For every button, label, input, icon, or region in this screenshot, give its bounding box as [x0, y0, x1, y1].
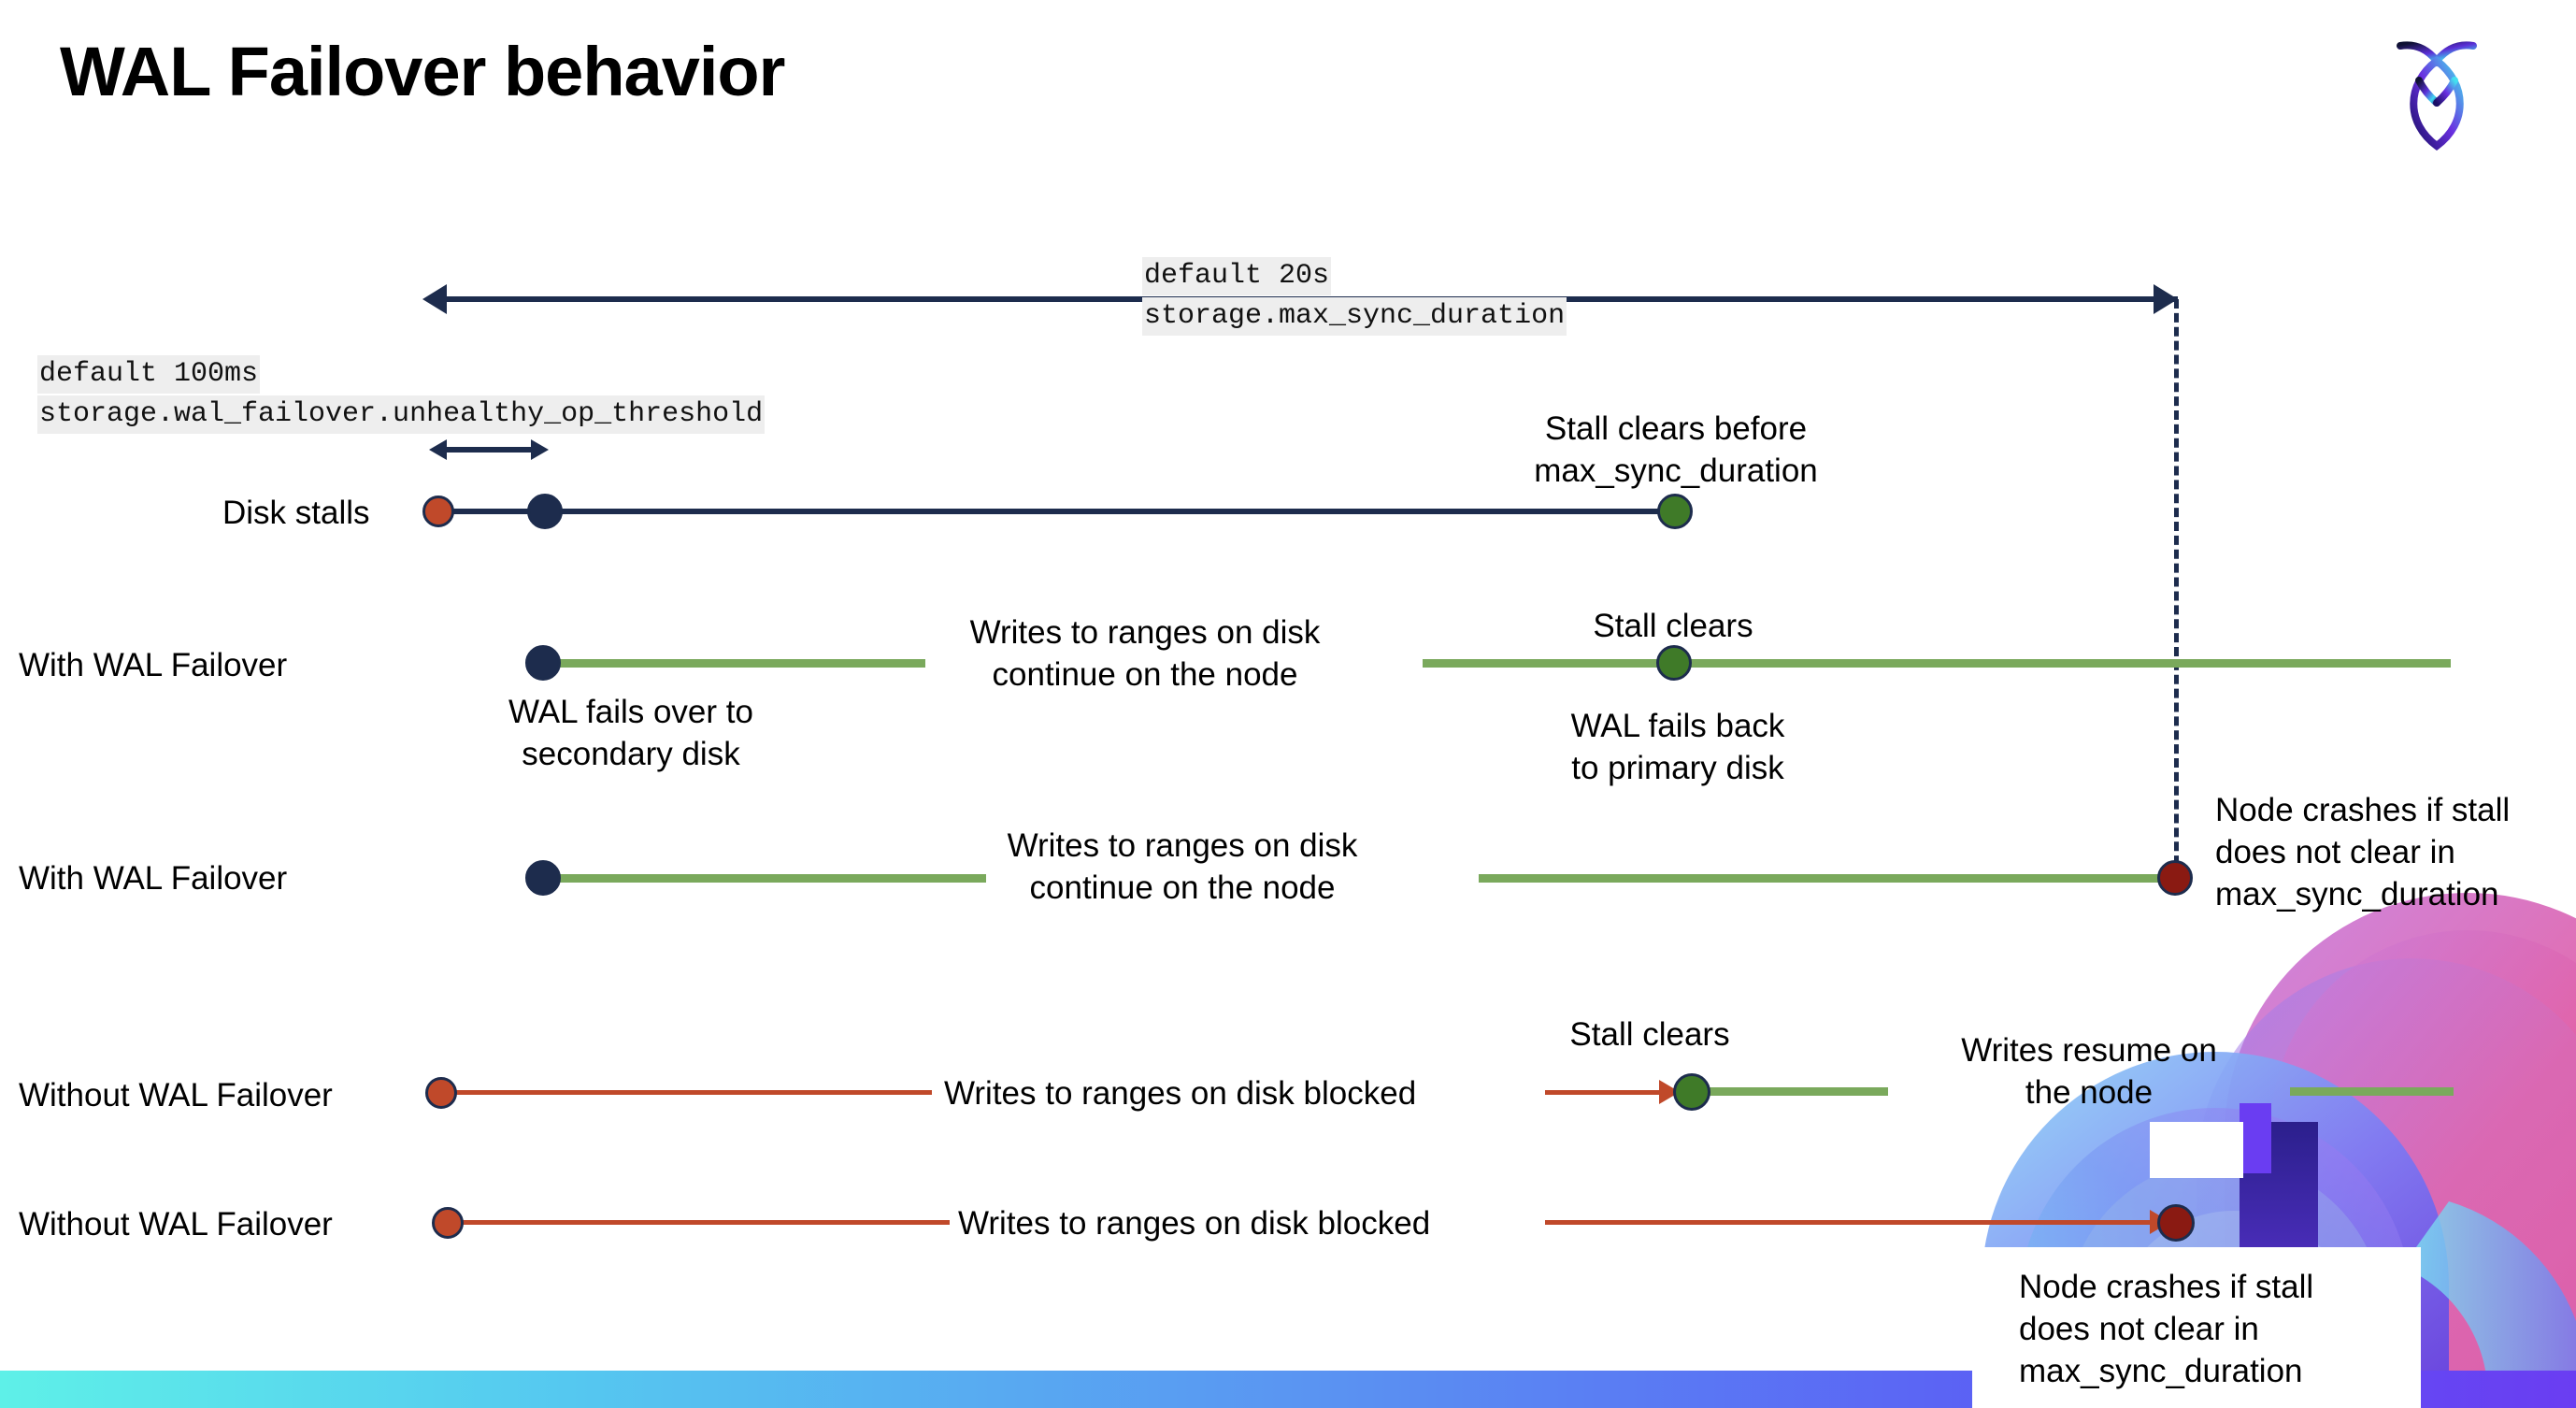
max-sync-setting-label: storage.max_sync_duration — [1142, 297, 1567, 336]
row-label-with-wal-failover-2: With WAL Failover — [19, 860, 288, 897]
row-label-disk-stalls: Disk stalls — [222, 495, 370, 531]
note-node-crashes-bottom-line1: Node crashes if stall — [2019, 1269, 2314, 1305]
row-label-without-wal-failover-1: Without WAL Failover — [19, 1077, 333, 1113]
without-failover-1-resume-segment — [1701, 1087, 1888, 1096]
unhealthy-default-label: default 100ms — [37, 355, 261, 394]
without-failover-1-blocked-segment-a — [439, 1090, 932, 1095]
note-writes-continue-1-line2: continue on the node — [992, 655, 1298, 693]
note-stall-clears-row4: Stall clears — [1569, 1016, 1730, 1053]
note-node-crashes-top-line1: Node crashes if stall — [2215, 792, 2511, 828]
note-stall-clears-row2: Stall clears — [1593, 608, 1753, 644]
max-sync-default-label: default 20s — [1142, 257, 1332, 295]
unhealthy-threshold-arrow-right-icon — [531, 439, 549, 460]
note-writes-resume-line2: the node — [2025, 1073, 2154, 1111]
without-failover-2-crash-marker — [2157, 1204, 2195, 1242]
unhealthy-setting-label: storage.wal_failover.unhealthy_op_thresh… — [37, 395, 766, 434]
note-writes-resume-line1: Writes resume on — [1961, 1032, 2217, 1069]
note-wal-fails-back-line1: WAL fails back — [1570, 708, 1785, 744]
note-node-crashes-top-line2: does not clear in — [2215, 833, 2455, 870]
disk-stalls-timeline — [439, 509, 1673, 514]
note-writes-continue-2-line2: continue on the node — [1029, 869, 1336, 906]
note-wal-fails-over: WAL fails over to secondary disk — [467, 692, 794, 776]
note-writes-continue-2: Writes to ranges on disk continue on the… — [963, 826, 1402, 910]
page-title: WAL Failover behavior — [60, 33, 785, 110]
note-node-crashes-bottom-line2: does not clear in — [2019, 1310, 2259, 1347]
note-writes-continue-2-line1: Writes to ranges on disk — [1007, 827, 1358, 864]
without-failover-2-blocked-segment-b — [1545, 1220, 2167, 1225]
cockroachdb-logo-icon — [2385, 30, 2488, 151]
note-wal-fails-back-line2: to primary disk — [1571, 749, 1784, 786]
unhealthy-threshold-span-line — [447, 447, 531, 453]
row-label-with-wal-failover-1: With WAL Failover — [19, 647, 288, 683]
note-writes-continue-1-line1: Writes to ranges on disk — [969, 614, 1321, 651]
note-node-crashes-top: Node crashes if stall does not clear in … — [2215, 790, 2570, 915]
with-failover-2-failover-marker — [525, 860, 561, 896]
note-writes-blocked-2: Writes to ranges on disk blocked — [958, 1205, 1431, 1242]
content-backdrop — [0, 1122, 1972, 1371]
max-sync-duration-arrow-right-icon — [2154, 284, 2178, 314]
with-failover-2-segment-b — [1479, 874, 2180, 883]
note-writes-blocked-1: Writes to ranges on disk blocked — [944, 1075, 1417, 1112]
note-node-crashes-top-line3: max_sync_duration — [2215, 875, 2499, 912]
without-failover-2-start-marker — [432, 1207, 464, 1239]
without-failover-2-blocked-segment-a — [447, 1220, 950, 1225]
without-failover-1-start-marker — [425, 1077, 457, 1109]
row-label-without-wal-failover-2: Without WAL Failover — [19, 1206, 333, 1243]
with-failover-1-clear-marker — [1656, 645, 1692, 681]
note-writes-continue-1: Writes to ranges on disk continue on the… — [935, 612, 1355, 697]
note-stall-clears-before-line2: max_sync_duration — [1534, 452, 1818, 489]
with-failover-1-segment-a — [537, 659, 925, 668]
with-failover-1-failover-marker — [525, 645, 561, 681]
max-sync-duration-arrow-left-icon — [422, 284, 447, 314]
content-backdrop-upper — [0, 0, 2010, 1122]
without-failover-1-blocked-segment-b — [1545, 1090, 1667, 1095]
note-node-crashes-bottom: Node crashes if stall does not clear in … — [2019, 1267, 2393, 1392]
note-backdrop — [1972, 1247, 2421, 1408]
with-failover-2-crash-marker — [2157, 860, 2193, 896]
note-wal-fails-over-line1: WAL fails over to — [508, 694, 753, 730]
note-writes-resume: Writes resume on the node — [1935, 1030, 2243, 1114]
disk-stalls-start-marker — [422, 496, 454, 527]
note-wal-fails-back: WAL fails back to primary disk — [1533, 706, 1823, 790]
disk-stalls-clear-marker — [1657, 494, 1693, 529]
without-failover-1-clear-marker — [1673, 1073, 1710, 1111]
with-failover-1-segment-b — [1423, 659, 2451, 668]
without-failover-1-resume-segment-tail — [2290, 1087, 2454, 1096]
unhealthy-threshold-arrow-left-icon — [429, 439, 447, 460]
max-sync-duration-dashed-guide — [2174, 299, 2179, 879]
note-wal-fails-over-line2: secondary disk — [522, 735, 740, 772]
disk-stalls-threshold-marker — [527, 494, 563, 529]
note-node-crashes-bottom-line3: max_sync_duration — [2019, 1352, 2303, 1389]
note-stall-clears-before-line1: Stall clears before — [1544, 410, 1808, 447]
with-failover-2-segment-a — [537, 874, 986, 883]
note-stall-clears-before: Stall clears before max_sync_duration — [1503, 409, 1849, 493]
